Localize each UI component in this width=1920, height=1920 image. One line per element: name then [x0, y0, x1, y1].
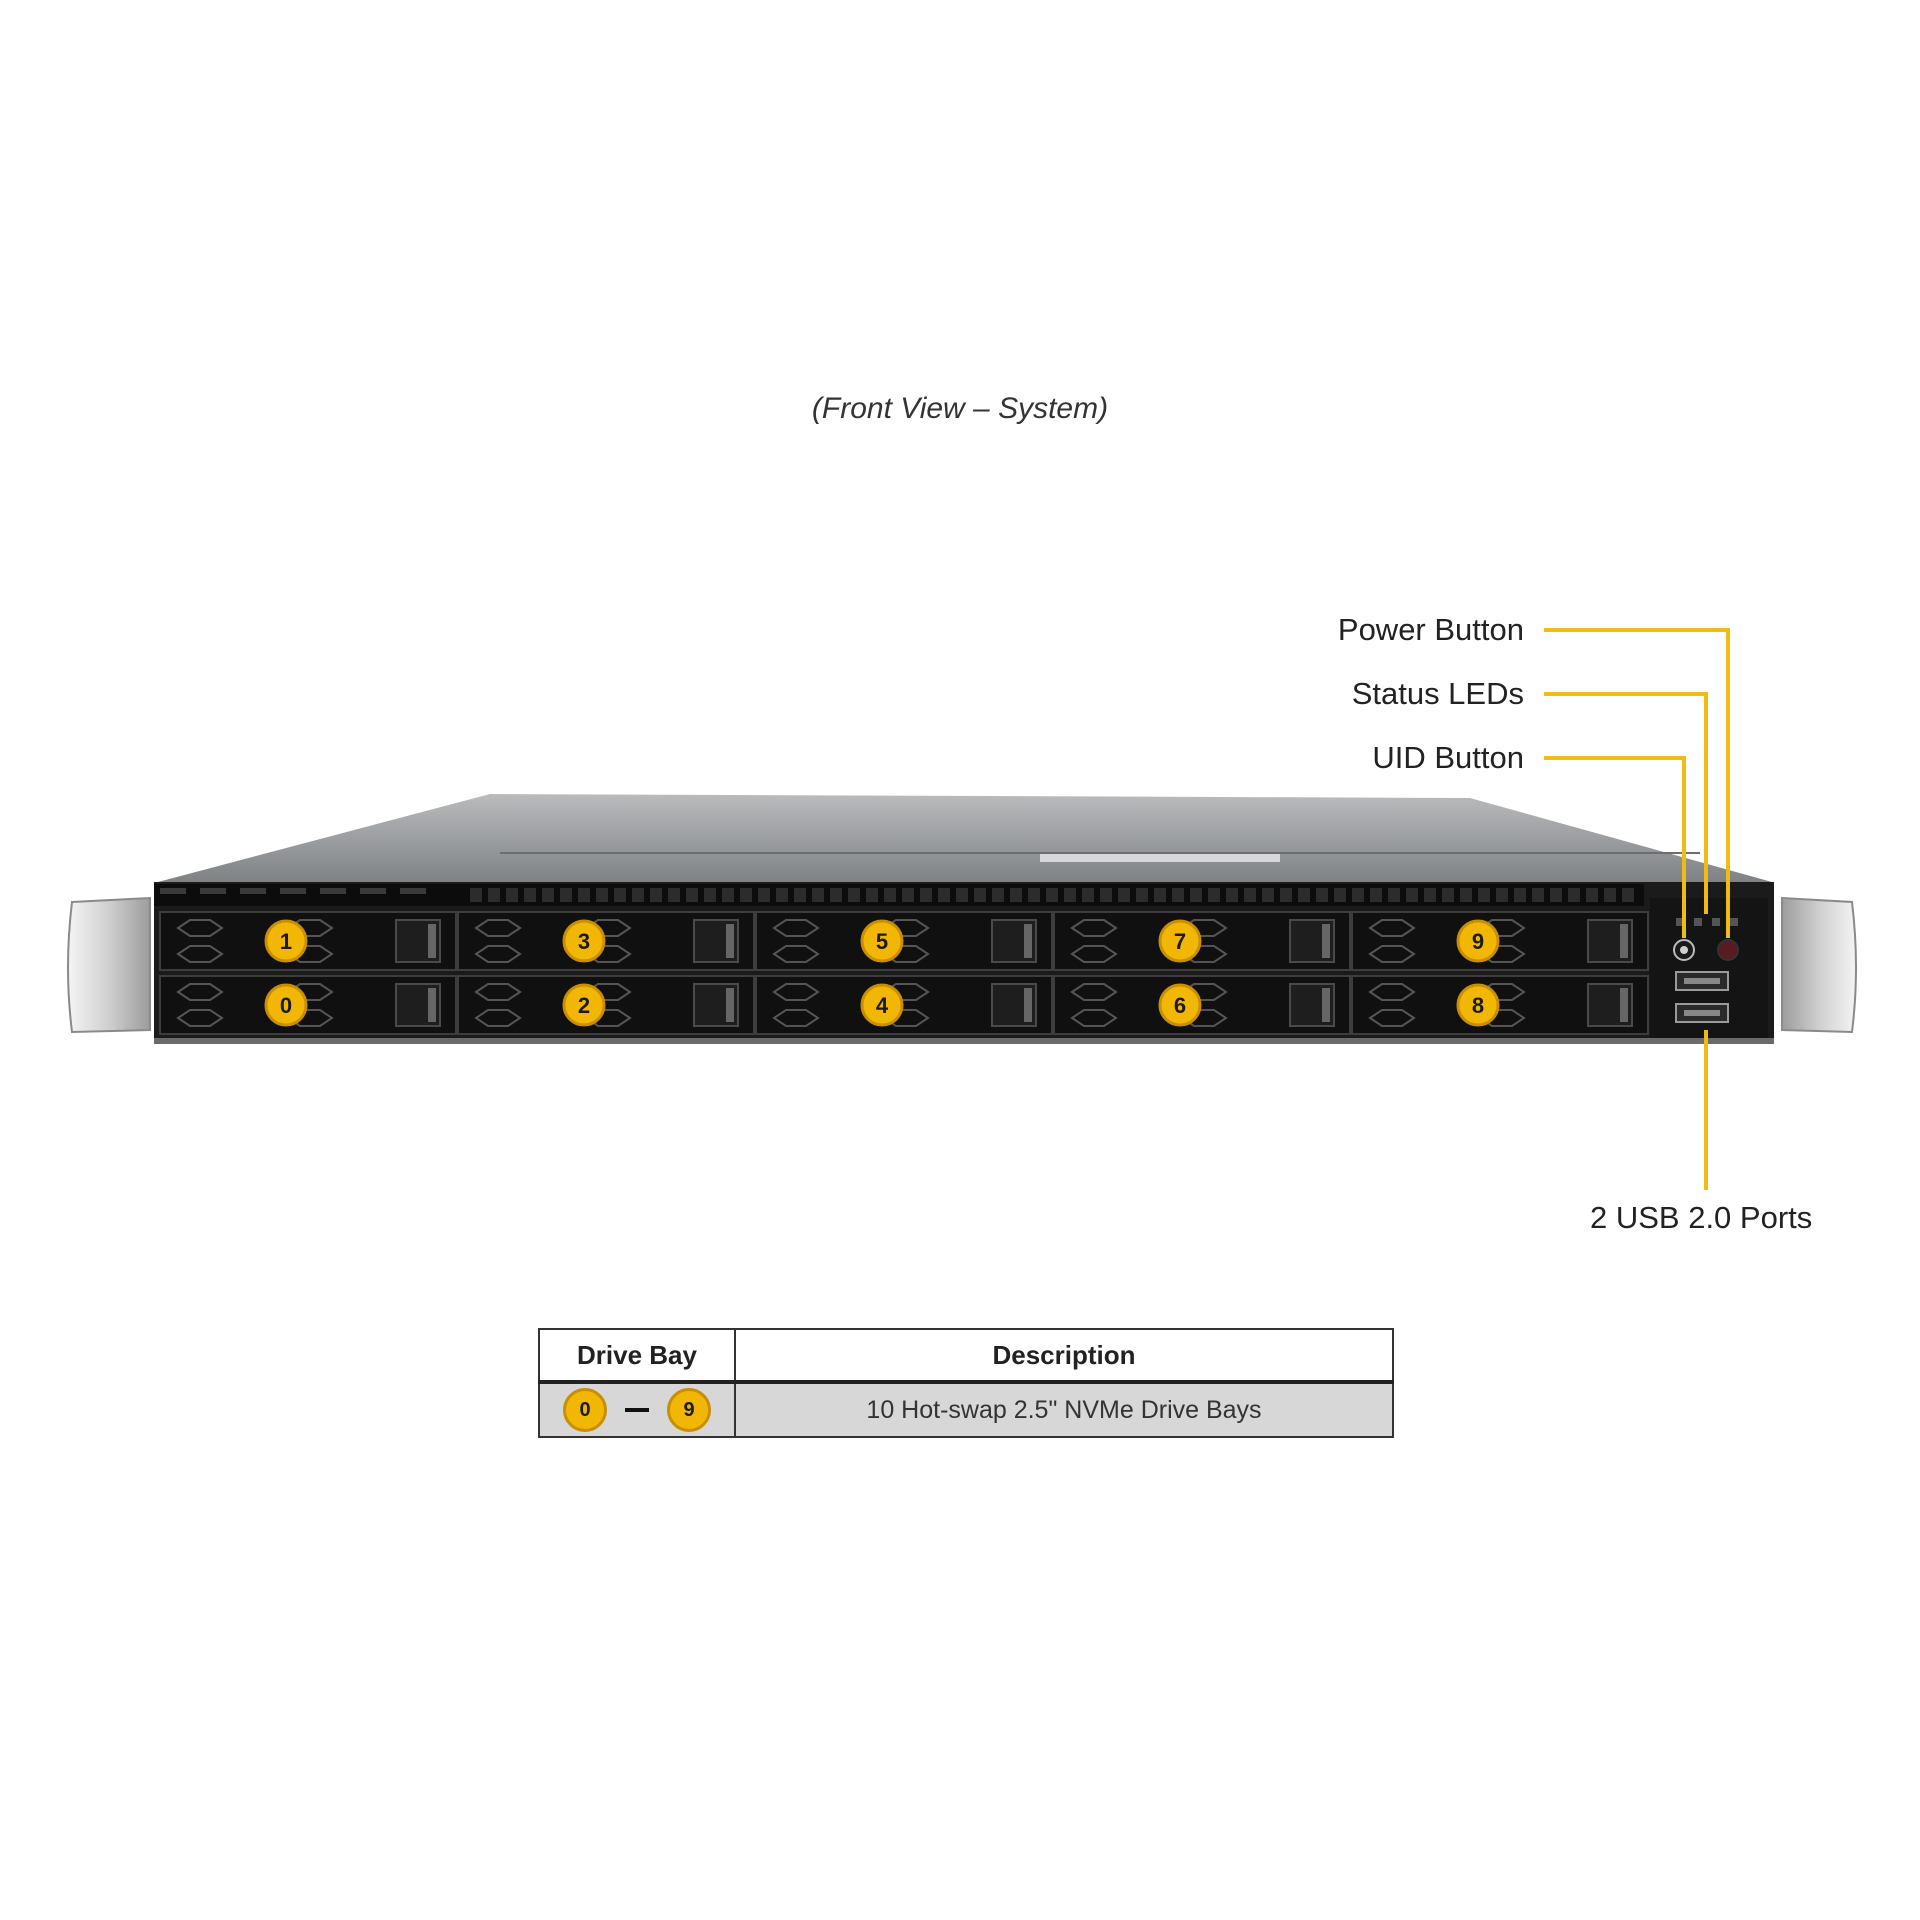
drive-bay[interactable]: 0	[159, 975, 457, 1035]
drive-bay-grid: 1 3 5 7 9 0 2 4 6 8	[159, 911, 1649, 1035]
rack-ear-right	[1781, 896, 1857, 1034]
power-button-icon	[1717, 939, 1739, 961]
usb-port-icon	[1675, 971, 1729, 991]
bay-number-badge	[1158, 983, 1202, 1027]
callout-status-leds: Status LEDs	[1351, 676, 1524, 711]
uid-button-icon	[1673, 939, 1695, 961]
bay-number-badge	[860, 919, 904, 963]
bay-number-label: 3	[578, 929, 590, 954]
bay-number-badge	[562, 919, 606, 963]
callout-uid-button: UID Button	[1372, 740, 1524, 775]
bay-badge-start: 0	[563, 1388, 607, 1432]
drive-bay[interactable]: 6	[1053, 975, 1351, 1035]
bay-number-label: 8	[1472, 993, 1484, 1018]
bay-number-badge	[562, 983, 606, 1027]
drive-bay[interactable]: 7	[1053, 911, 1351, 971]
callout-line-status	[1544, 692, 1708, 914]
legend-header-row: Drive Bay Description	[538, 1328, 1394, 1384]
bay-number-badge	[1456, 919, 1500, 963]
callout-power-button: Power Button	[1337, 612, 1524, 647]
bay-number-label: 4	[876, 993, 889, 1018]
bay-badge-end: 9	[667, 1388, 711, 1432]
drive-bay[interactable]: 8	[1351, 975, 1649, 1035]
vent-strip	[160, 888, 1634, 902]
callout-line-power	[1544, 628, 1730, 938]
legend-header-description: Description	[734, 1328, 1394, 1384]
bay-number-badge	[264, 983, 308, 1027]
usb-port-icon	[1675, 1003, 1729, 1023]
drive-bay[interactable]: 5	[755, 911, 1053, 971]
bay-number-label: 9	[1472, 929, 1484, 954]
chassis-top-label	[1040, 852, 1280, 862]
bay-number-label: 6	[1174, 993, 1186, 1018]
drive-bay[interactable]: 1	[159, 911, 457, 971]
bay-number-badge	[1456, 983, 1500, 1027]
callout-line-uid	[1544, 756, 1686, 938]
bay-number-label: 1	[280, 929, 292, 954]
drive-bay[interactable]: 9	[1351, 911, 1649, 971]
callout-lines	[1544, 628, 1730, 1190]
rack-ear-left	[67, 896, 151, 1034]
status-leds	[1676, 918, 1738, 926]
legend-header-bay: Drive Bay	[538, 1328, 736, 1384]
bay-number-label: 2	[578, 993, 590, 1018]
drive-bay[interactable]: 2	[457, 975, 755, 1035]
bay-number-label: 5	[876, 929, 888, 954]
figure-caption: (Front View – System)	[811, 392, 1109, 425]
callout-usb-ports: 2 USB 2.0 Ports	[1590, 1200, 1813, 1235]
bay-number-badge	[264, 919, 308, 963]
range-dash	[625, 1408, 649, 1412]
legend-description: 10 Hot-swap 2.5" NVMe Drive Bays	[734, 1381, 1394, 1438]
bay-number-badge	[860, 983, 904, 1027]
chassis-top	[158, 794, 1772, 882]
bay-number-label: 0	[280, 993, 292, 1018]
drive-bay[interactable]: 3	[457, 911, 755, 971]
bay-number-label: 7	[1174, 929, 1186, 954]
bay-number-badge	[1158, 919, 1202, 963]
drive-bay[interactable]: 4	[755, 975, 1053, 1035]
